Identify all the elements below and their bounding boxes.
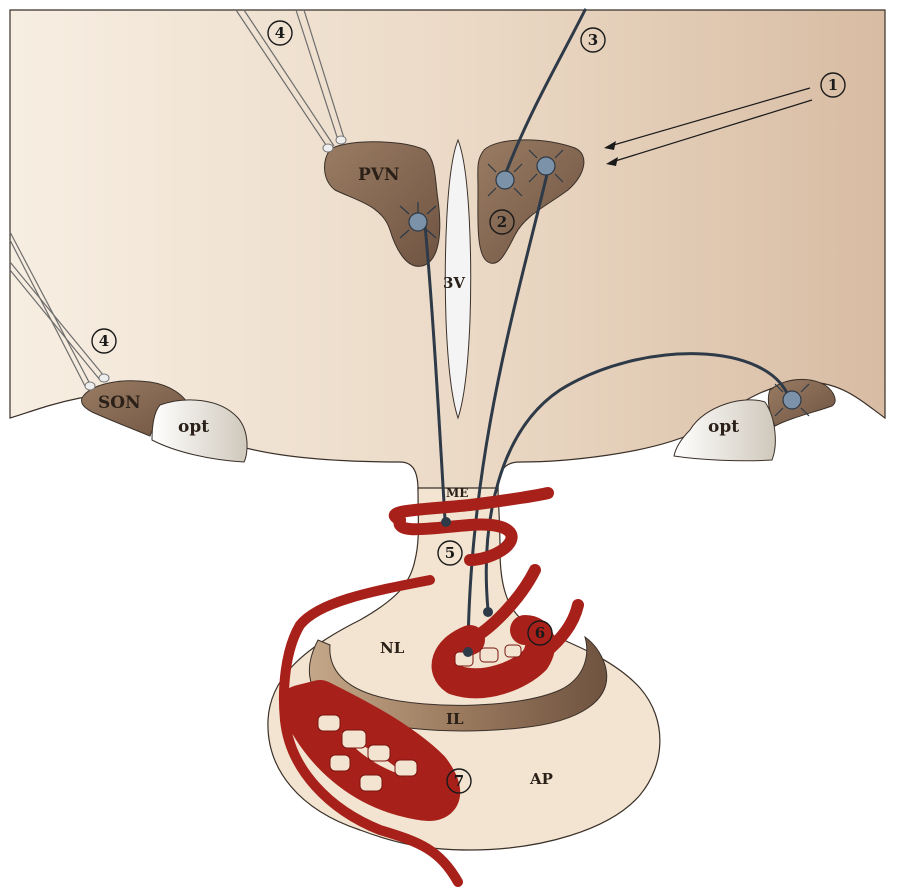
- svg-text:2: 2: [497, 213, 507, 231]
- label-nl: NL: [380, 639, 405, 657]
- label-opt-right: opt: [708, 417, 739, 437]
- label-third-ventricle: 3V: [443, 274, 465, 292]
- svg-text:4: 4: [99, 332, 109, 350]
- label-me: ME: [446, 486, 468, 500]
- terminal-nl-1: [463, 647, 473, 657]
- terminal-nl-2: [483, 607, 493, 617]
- label-ap: AP: [529, 770, 553, 788]
- svg-text:5: 5: [445, 544, 455, 562]
- svg-text:7: 7: [454, 772, 464, 790]
- label-opt-left: opt: [178, 417, 209, 437]
- svg-text:3: 3: [588, 31, 598, 49]
- svg-text:4: 4: [275, 24, 285, 42]
- terminal-me: [441, 517, 451, 527]
- svg-text:1: 1: [828, 76, 838, 94]
- label-son: SON: [98, 393, 141, 413]
- right-son-nucleus: [768, 379, 835, 426]
- label-pvn: PVN: [358, 165, 400, 185]
- svg-text:6: 6: [535, 624, 545, 642]
- label-il: IL: [446, 710, 464, 728]
